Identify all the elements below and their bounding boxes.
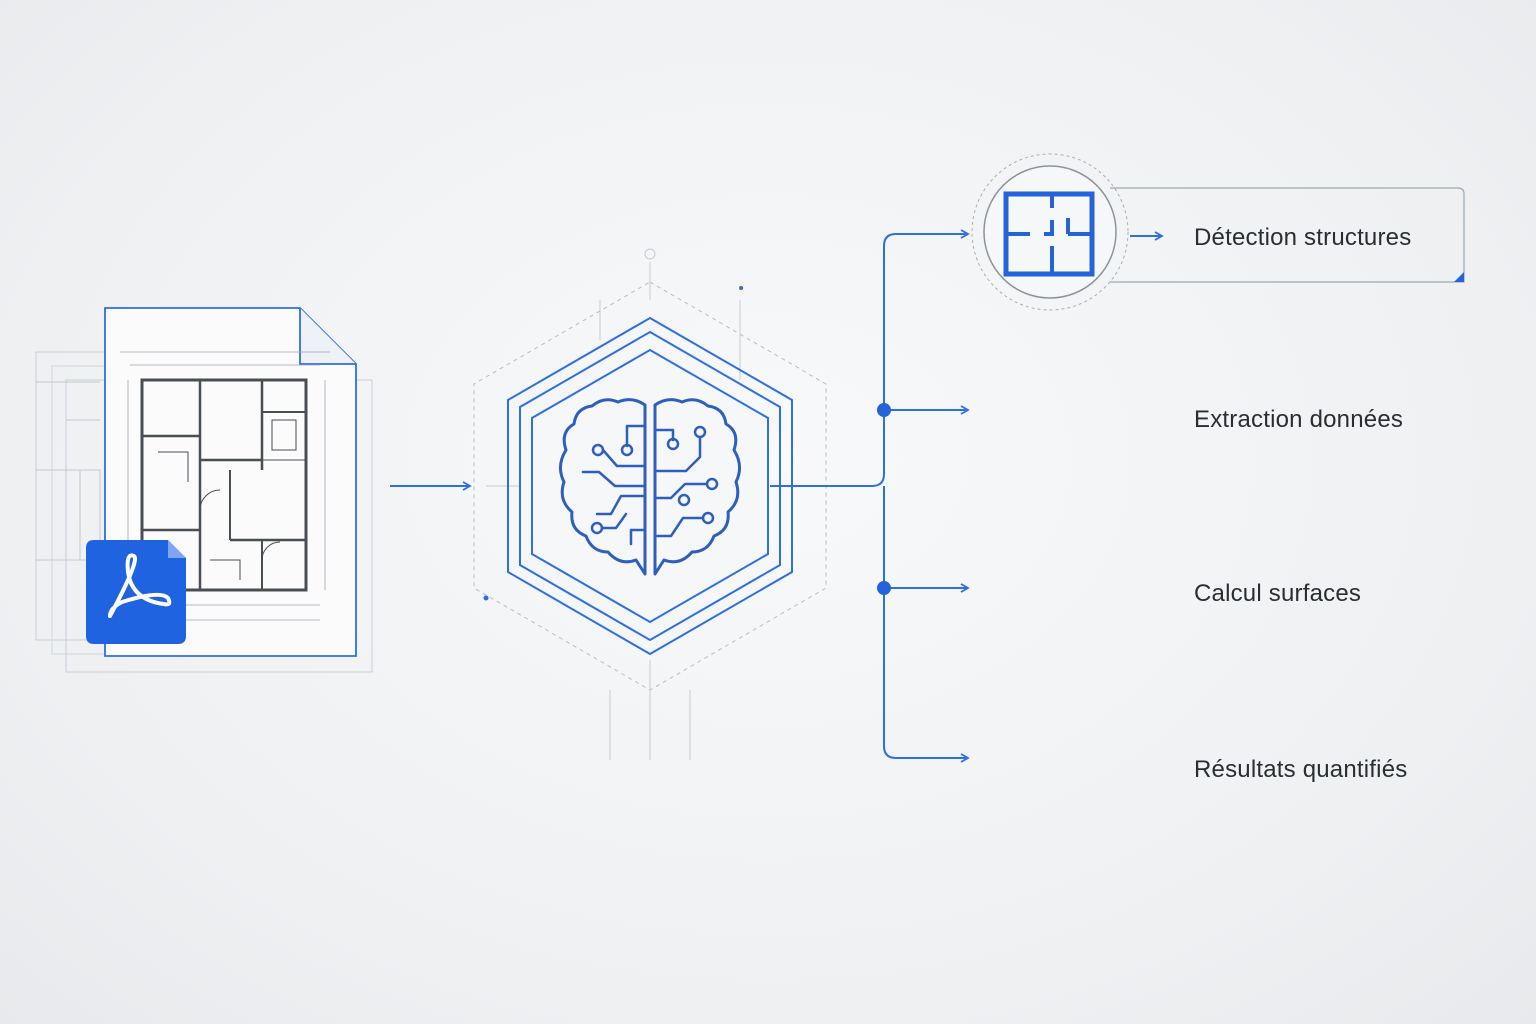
ai-brain-circuit-icon: [559, 398, 741, 576]
branch-node-2: [877, 581, 891, 595]
output-label-results: Résultats quantifiés: [1194, 756, 1408, 783]
output-label-extraction: Extraction données: [1194, 406, 1404, 433]
floor-plan-walls-icon: [1003, 191, 1095, 277]
ai-processor-hexagon: [473, 248, 827, 760]
output-label-detection: Détection structures: [1194, 224, 1412, 251]
branch-connectors: [770, 229, 970, 763]
output-label-surfaces: Calcul surfaces: [1194, 580, 1362, 607]
branch-node-1: [877, 403, 891, 417]
pdf-acrobat-icon: [86, 540, 186, 644]
